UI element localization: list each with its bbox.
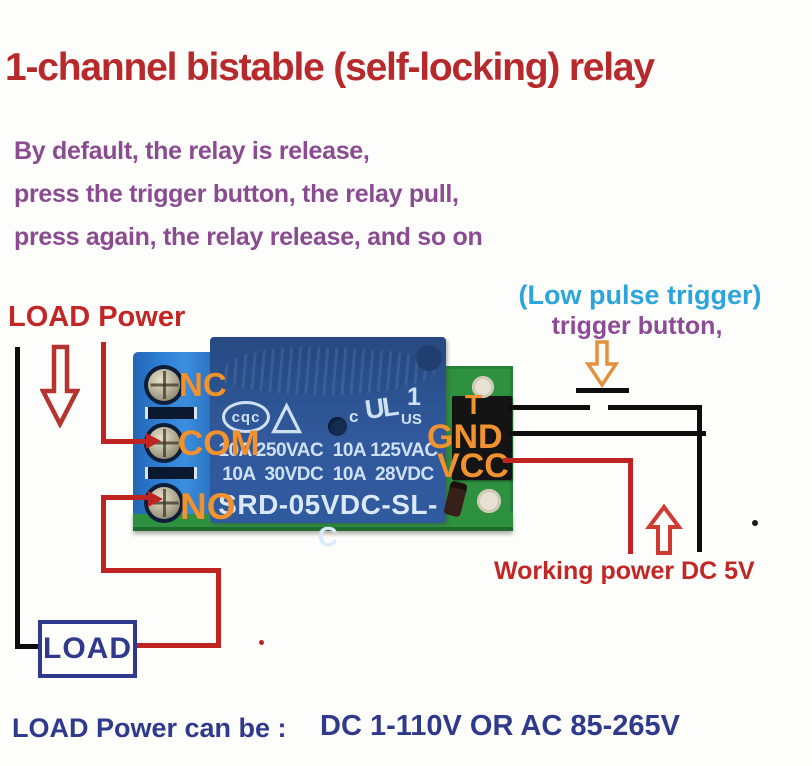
load-box-label: LOAD bbox=[43, 632, 132, 665]
working-power-up-arrow-icon bbox=[645, 504, 683, 555]
push-button-cap bbox=[576, 388, 629, 393]
pin-label-no: NO bbox=[180, 486, 236, 527]
terminal-screw-no bbox=[144, 483, 184, 523]
no-red-wire bbox=[101, 568, 221, 573]
com-red-wire bbox=[101, 342, 106, 444]
mounting-hole bbox=[477, 489, 501, 513]
description-line: press again, the relay release, and so o… bbox=[14, 223, 483, 251]
relay-pivot-dot bbox=[328, 417, 347, 436]
load-power-note-range: DC 1-110V OR AC 85-265V bbox=[320, 710, 680, 742]
pin-header bbox=[452, 396, 512, 480]
ul-c-mark: c bbox=[349, 407, 359, 426]
gnd-wire bbox=[508, 431, 706, 436]
cqc-logo: cqc bbox=[222, 401, 270, 433]
description-block: By default, the relay is release, press … bbox=[14, 130, 574, 259]
working-power-label: Working power DC 5V bbox=[494, 557, 755, 585]
no-wire-arrowhead bbox=[148, 491, 163, 507]
description-line: press the trigger button, the relay pull… bbox=[14, 180, 459, 208]
load-power-note-prefix: LOAD Power can be : bbox=[12, 713, 287, 743]
trigger-button-label: trigger button, bbox=[551, 312, 723, 340]
mounting-hole bbox=[472, 376, 494, 398]
trigger-down-arrow-icon bbox=[585, 340, 619, 388]
vcc-red-wire bbox=[503, 458, 633, 463]
dot-mark bbox=[259, 640, 264, 645]
load-box: LOAD bbox=[38, 620, 137, 678]
no-red-wire bbox=[101, 495, 106, 573]
load-power-label: LOAD Power bbox=[8, 301, 186, 333]
terminal-screw-nc bbox=[144, 365, 184, 405]
pin-label-com: COM bbox=[178, 424, 260, 463]
no-red-wire bbox=[216, 568, 221, 648]
triangle-cert-icon: △ bbox=[272, 395, 302, 437]
t-signal-wire bbox=[508, 405, 590, 410]
load-power-down-arrow-icon bbox=[40, 344, 80, 428]
ul-logo: UL bbox=[362, 390, 399, 426]
relay-body: cqc △ c UL 1 US 10A 250VAC 10A 125VAC 10… bbox=[210, 337, 446, 552]
com-red-wire bbox=[101, 439, 149, 444]
terminal-slot bbox=[145, 467, 197, 479]
com-wire-arrowhead bbox=[146, 433, 161, 449]
relay-mold-texture bbox=[218, 347, 438, 395]
pin-label-vcc: VCC bbox=[437, 447, 509, 485]
page-title: 1-channel bistable (self-locking) relay bbox=[5, 46, 655, 89]
pin-label-gnd: GND bbox=[427, 418, 503, 456]
relay-indent bbox=[416, 345, 442, 371]
button-to-gnd-wire bbox=[697, 405, 702, 552]
terminal-slot bbox=[145, 407, 197, 419]
load-power-black-wire bbox=[15, 644, 41, 649]
load-power-black-wire bbox=[15, 347, 20, 648]
ul-file-number: 1 bbox=[407, 383, 421, 411]
vcc-red-wire bbox=[628, 458, 633, 554]
ul-us-mark: US bbox=[401, 411, 422, 428]
no-red-wire bbox=[135, 643, 221, 648]
no-red-wire bbox=[101, 495, 151, 500]
low-pulse-trigger-label: (Low pulse trigger) bbox=[518, 280, 762, 310]
relay-rating-line: 10A 30VDC 10A 28VDC bbox=[222, 464, 434, 485]
relay-rating-line: 10A 250VAC 10A 125VAC bbox=[218, 440, 438, 461]
pin-label-t: T bbox=[465, 389, 483, 420]
pin-label-nc: NC bbox=[179, 366, 227, 403]
relay-model-number: SRD-05VDC-SL-C bbox=[218, 489, 438, 552]
description-line: By default, the relay is release, bbox=[14, 137, 370, 165]
dot-mark bbox=[752, 520, 758, 526]
button-right-wire bbox=[608, 405, 702, 410]
